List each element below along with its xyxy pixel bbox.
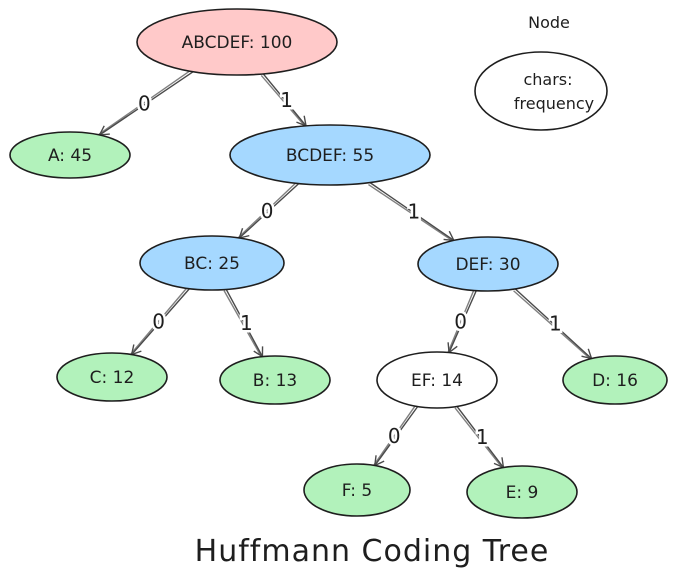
edge-line — [369, 181, 456, 242]
node-e: E: 9 — [466, 465, 578, 519]
nodes-layer: ABCDEF: 100 A: 45 BCDEF: 55 BC: 25 DEF: 30 C:… — [9, 8, 668, 519]
edges-layer: 0 1 0 1 0 1 0 1 0 1 — [98, 69, 593, 469]
edge-line — [514, 288, 593, 360]
node-label: C: 12 — [90, 368, 135, 388]
edge-label: 1 — [549, 312, 562, 336]
edge-line — [447, 290, 477, 354]
node-def: DEF: 30 — [417, 236, 559, 292]
edge-label: 0 — [388, 424, 401, 448]
edge-line-sketch — [454, 407, 504, 469]
legend: Node chars: frequency — [474, 13, 608, 131]
edge-line-sketch — [223, 290, 263, 358]
edge-label: 0 — [152, 310, 165, 334]
edge-line — [98, 71, 194, 136]
legend-line-chars: chars: — [523, 70, 572, 89]
edge-line-sketch — [238, 181, 298, 238]
node-bc: BC: 25 — [139, 235, 285, 291]
edge-ef-e: 1 — [454, 405, 505, 469]
edge-line-sketch — [260, 74, 306, 127]
node-shape — [417, 236, 559, 292]
node-label: DEF: 30 — [455, 255, 520, 275]
node-shape — [466, 465, 578, 519]
node-label: ABCDEF: 100 — [182, 33, 293, 53]
node-d: D: 16 — [562, 355, 668, 405]
edge-line-sketch — [368, 183, 454, 242]
node-root: ABCDEF: 100 — [136, 8, 338, 76]
node-label: D: 16 — [592, 371, 638, 391]
node-label: BC: 25 — [184, 254, 240, 274]
edge-line — [456, 405, 505, 469]
node-f: F: 5 — [303, 463, 411, 517]
edge-root-bcdef: 1 — [260, 73, 307, 127]
edge-line — [262, 73, 307, 127]
edge-def-d: 1 — [513, 288, 593, 360]
node-bcdef: BCDEF: 55 — [229, 124, 431, 186]
node-shape — [219, 355, 331, 405]
node-shape — [136, 8, 338, 76]
edge-line-sketch — [98, 69, 193, 135]
edge-label: 1 — [280, 88, 293, 112]
edge-label: 1 — [476, 425, 489, 449]
edge-root-a: 0 — [98, 69, 194, 136]
legend-node-shape — [474, 51, 608, 131]
node-shape — [229, 124, 431, 186]
node-c: C: 12 — [56, 352, 168, 402]
edge-bcdef-def: 1 — [368, 181, 456, 242]
node-shape — [303, 463, 411, 517]
node-shape — [56, 352, 168, 402]
node-a: A: 45 — [9, 131, 131, 179]
edge-line — [238, 182, 300, 239]
edge-line-sketch — [130, 286, 189, 355]
node-label: E: 9 — [506, 483, 539, 503]
edge-label: 0 — [138, 91, 151, 115]
node-label: B: 13 — [253, 371, 297, 391]
legend-title: Node — [528, 13, 570, 32]
node-label: A: 45 — [48, 146, 92, 166]
edge-label: 1 — [240, 311, 253, 335]
diagram-title: Huffmann Coding Tree — [195, 534, 550, 569]
edge-bc-c: 0 — [130, 286, 191, 356]
edge-def-ef: 0 — [447, 289, 477, 354]
edge-line-sketch — [447, 289, 475, 353]
edge-line-sketch — [513, 290, 592, 360]
node-b: B: 13 — [219, 355, 331, 405]
edge-label: 0 — [261, 199, 274, 223]
node-label: EF: 14 — [411, 371, 463, 391]
node-shape — [139, 235, 285, 291]
edge-bcdef-bc: 0 — [238, 181, 300, 239]
edge-bc-b: 1 — [223, 289, 264, 358]
edge-line — [225, 289, 264, 358]
node-shape — [562, 355, 668, 405]
node-shape — [376, 351, 498, 409]
node-label: BCDEF: 55 — [286, 146, 374, 166]
node-label: F: 5 — [342, 481, 372, 501]
legend-line-frequency: frequency — [514, 94, 594, 113]
edge-line — [130, 288, 191, 356]
node-ef: EF: 14 — [376, 351, 498, 409]
edge-line — [373, 406, 419, 467]
edge-ef-f: 0 — [373, 404, 419, 467]
edge-label: 0 — [454, 310, 467, 334]
edge-line-sketch — [373, 404, 417, 466]
edge-label: 1 — [407, 199, 420, 223]
node-shape — [9, 131, 131, 179]
